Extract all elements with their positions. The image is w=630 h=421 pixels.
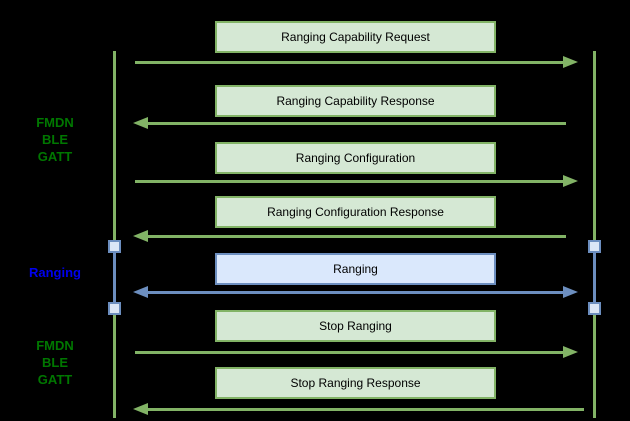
arrowhead-left bbox=[133, 286, 148, 298]
message-box-stop-ranging-response: Stop Ranging Response bbox=[215, 367, 496, 399]
message-label: Ranging Configuration bbox=[295, 151, 416, 165]
phase-label-line: GATT bbox=[37, 372, 73, 387]
message-label: Stop Ranging Response bbox=[290, 376, 421, 390]
message-label: Ranging Capability Response bbox=[276, 94, 435, 108]
arrow-line bbox=[147, 408, 584, 411]
activation-marker-left-bottom bbox=[108, 302, 121, 315]
phase-label-line: FMDN bbox=[36, 338, 74, 353]
phase-label-line: Ranging bbox=[29, 265, 81, 280]
arrowhead-right bbox=[563, 56, 578, 68]
message-label: Ranging Configuration Response bbox=[267, 205, 444, 219]
message-label: Ranging bbox=[333, 262, 378, 276]
lifeline-left bbox=[113, 51, 116, 418]
message-box-stop-ranging: Stop Ranging bbox=[215, 310, 496, 342]
phase-label-line: BLE bbox=[42, 355, 68, 370]
arrow-line bbox=[147, 122, 566, 125]
message-label: Stop Ranging bbox=[319, 319, 392, 333]
arrowhead-left bbox=[133, 117, 148, 129]
arrow-line bbox=[135, 351, 564, 354]
lifeline-left-ranging-segment bbox=[113, 246, 116, 308]
phase-label-line: GATT bbox=[37, 149, 73, 164]
message-box-ranging-configuration-response: Ranging Configuration Response bbox=[215, 196, 496, 228]
message-box-ranging: Ranging bbox=[215, 253, 496, 285]
message-label: Ranging Capability Request bbox=[281, 30, 430, 44]
arrowhead-right bbox=[563, 346, 578, 358]
activation-marker-left-top bbox=[108, 240, 121, 253]
activation-marker-right-bottom bbox=[588, 302, 601, 315]
lifeline-right bbox=[593, 51, 596, 418]
arrow-line bbox=[135, 180, 564, 183]
phase-label-line: FMDN bbox=[36, 115, 74, 130]
phase-label-line: BLE bbox=[42, 132, 68, 147]
lifeline-right-ranging-segment bbox=[593, 246, 596, 308]
arrowhead-right bbox=[563, 175, 578, 187]
message-box-ranging-capability-request: Ranging Capability Request bbox=[215, 21, 496, 53]
phase-label-fmdn-ble-gatt-top: FMDN BLE GATT bbox=[14, 114, 96, 165]
arrowhead-left bbox=[133, 403, 148, 415]
arrowhead-right bbox=[563, 286, 578, 298]
phase-label-fmdn-ble-gatt-bottom: FMDN BLE GATT bbox=[14, 337, 96, 388]
arrow-line bbox=[147, 291, 564, 294]
arrowhead-left bbox=[133, 230, 148, 242]
activation-marker-right-top bbox=[588, 240, 601, 253]
message-box-ranging-capability-response: Ranging Capability Response bbox=[215, 85, 496, 117]
phase-label-ranging: Ranging bbox=[14, 264, 96, 281]
message-box-ranging-configuration: Ranging Configuration bbox=[215, 142, 496, 174]
arrow-line bbox=[147, 235, 566, 238]
arrow-line bbox=[135, 61, 564, 64]
